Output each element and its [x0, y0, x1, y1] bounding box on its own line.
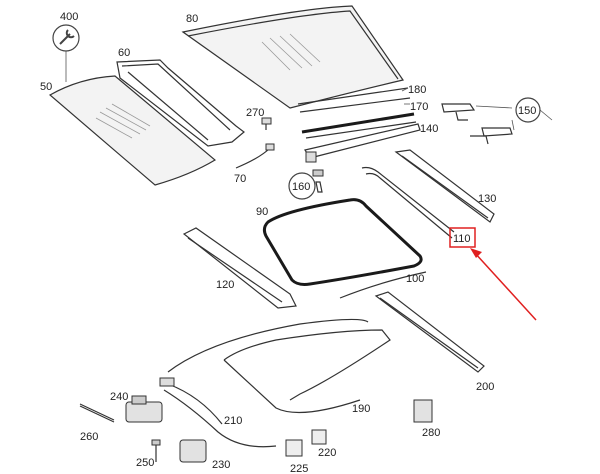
- label-220: 220: [318, 447, 336, 459]
- frame-member-60: [116, 59, 245, 147]
- rod-260: [79, 403, 115, 423]
- label-80: 80: [186, 13, 198, 25]
- label-140: 140: [420, 123, 438, 135]
- seal-100: [339, 271, 427, 299]
- label-60: 60: [118, 47, 130, 59]
- label-270: 270: [246, 107, 264, 119]
- label-230: 230: [212, 459, 230, 471]
- label-240: 240: [110, 391, 128, 403]
- bracket-140: [304, 123, 421, 163]
- glass-panel-50: [48, 75, 217, 186]
- harness-210: [159, 377, 277, 448]
- label-70: 70: [234, 173, 246, 185]
- side-rail-120: [182, 227, 297, 309]
- label-280: 280: [422, 427, 440, 439]
- label-150: 150: [518, 105, 536, 117]
- side-rail-130: [394, 149, 495, 223]
- highlight-arrow: [470, 248, 537, 321]
- label-100: 100: [406, 273, 424, 285]
- seal-strip-110: [361, 166, 455, 239]
- label-260: 260: [80, 431, 98, 443]
- wrench-icon: [52, 24, 80, 82]
- cable-70: [235, 143, 275, 169]
- label-250: 250: [136, 457, 154, 469]
- circle-150: [515, 97, 541, 123]
- drain-hose-190: [167, 318, 391, 414]
- hinge-clips-150: [441, 103, 553, 145]
- seal-strips: [297, 87, 417, 139]
- label-50: 50: [40, 81, 52, 93]
- label-200: 200: [476, 381, 494, 393]
- label-400: 400: [60, 11, 78, 23]
- label-160: 160: [292, 181, 310, 193]
- glass-panel-80: [181, 5, 404, 109]
- label-190: 190: [352, 403, 370, 415]
- label-120: 120: [216, 279, 234, 291]
- label-180: 180: [408, 84, 426, 96]
- label-170: 170: [410, 101, 428, 113]
- screw-270: [261, 117, 272, 130]
- highlight-box: [449, 227, 476, 248]
- label-130: 130: [478, 193, 496, 205]
- label-90: 90: [256, 206, 268, 218]
- seal-ring-90: [262, 198, 423, 286]
- clips-225-220: [285, 429, 327, 457]
- bolt-250: [151, 439, 161, 462]
- label-225: 225: [290, 463, 308, 474]
- motor-230: [179, 439, 207, 463]
- label-210: 210: [224, 415, 242, 427]
- rear-rail-200: [374, 291, 485, 373]
- label-110: 110: [453, 233, 471, 245]
- bolt-160: [288, 169, 324, 200]
- motor-240: [125, 395, 163, 423]
- module-280: [413, 399, 433, 423]
